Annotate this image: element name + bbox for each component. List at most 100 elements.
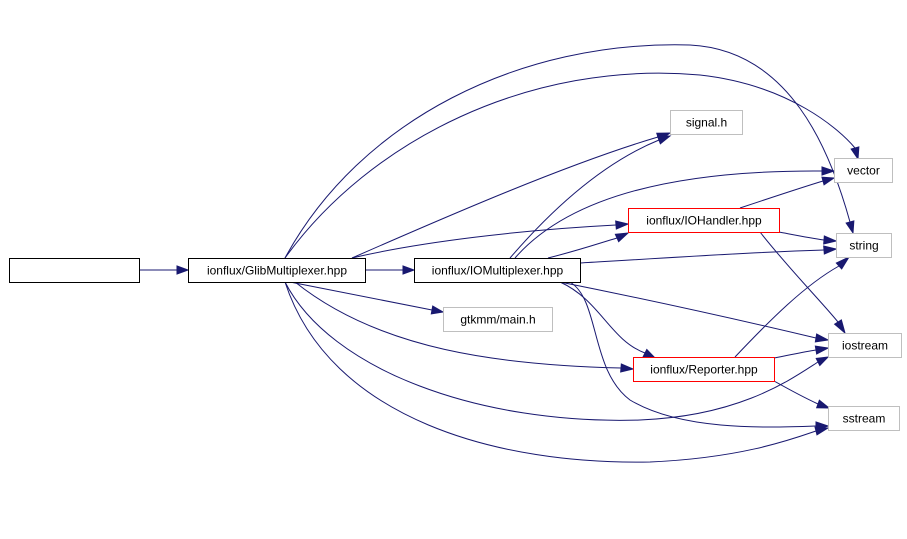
edge-iomultiplexer_hpp-to-string: [579, 245, 838, 264]
node-label: gtkmm/main.h: [460, 313, 535, 327]
node-label: vector: [847, 164, 880, 178]
edge-line: [294, 281, 622, 369]
arrowhead: [815, 356, 830, 367]
node-label: sstream: [843, 412, 886, 426]
node-box[interactable]: [633, 357, 775, 382]
edge-glibmultiplexer_hpp-to-vector: [284, 72, 860, 259]
arrowhead: [430, 305, 445, 315]
node-iohandler-hpp[interactable]: ionflux/IOHandler.hpp: [628, 208, 780, 233]
arrowhead: [656, 135, 672, 145]
edge-glibmultiplexer_hpp-to-signal_h: [351, 132, 672, 259]
edge-reporter_hpp-to-string: [734, 255, 851, 358]
node-box: [670, 110, 743, 135]
edge-iohandler_hpp-to-iostream: [759, 231, 846, 335]
edge-line: [284, 72, 856, 259]
edge-reporter_hpp-to-sstream: [773, 380, 831, 409]
edge-iomultiplexer_hpp-to-sstream: [569, 281, 830, 431]
node-layer: GlibMultiplexer.cpp ionflux/GlibMultiplex…: [9, 110, 902, 431]
node-vector: vector: [834, 158, 893, 183]
edge-glibmultiplexer_hpp-to-reporter_hpp: [294, 281, 635, 373]
edge-glibmultiplexer_cpp-to-glibmultiplexer_hpp: [139, 265, 190, 275]
edge-glibmultiplexer_hpp-to-iohandler_hpp: [351, 220, 630, 259]
edge-line: [778, 231, 825, 241]
arrowhead: [823, 245, 838, 255]
edge-iomultiplexer_hpp-to-iostream: [559, 281, 830, 343]
node-label: ionflux/Reporter.hpp: [650, 363, 758, 377]
arrowhead: [176, 265, 190, 275]
node-label: iostream: [842, 339, 888, 353]
edge-line: [284, 281, 819, 421]
edge-glibmultiplexer_hpp-to-string: [284, 44, 855, 259]
node-iomultiplexer-hpp[interactable]: ionflux/IOMultiplexer.hpp: [414, 258, 581, 283]
edge-reporter_hpp-to-iostream: [773, 345, 830, 359]
arrowhead: [814, 333, 830, 343]
node-box[interactable]: [628, 208, 780, 233]
edge-iomultiplexer_hpp-to-vector: [514, 166, 836, 259]
edge-line: [579, 249, 825, 264]
node-box: [443, 307, 553, 332]
edge-iomultiplexer_hpp-to-reporter_hpp: [559, 281, 657, 359]
edge-line: [509, 139, 660, 259]
arrowhead: [815, 421, 830, 431]
node-box[interactable]: [188, 258, 366, 283]
edge-line: [559, 281, 817, 339]
node-reporter-hpp[interactable]: ionflux/Reporter.hpp: [633, 357, 775, 382]
arrowhead: [614, 232, 630, 243]
edge-line: [559, 281, 646, 354]
node-box: [828, 333, 902, 358]
node-gtkmm-main-h: gtkmm/main.h: [443, 307, 553, 332]
arrowhead: [850, 146, 860, 161]
edge-line: [773, 380, 819, 405]
node-box: [828, 406, 900, 431]
node-label: ionflux/IOMultiplexer.hpp: [432, 264, 564, 278]
node-sstream: sstream: [828, 406, 900, 431]
node-label: GlibMultiplexer.cpp: [24, 264, 126, 278]
arrowhead: [642, 348, 657, 359]
arrowhead: [821, 176, 836, 186]
arrowhead: [833, 319, 846, 335]
edge-iohandler_hpp-to-string: [778, 231, 838, 245]
edge-line: [284, 281, 817, 463]
node-box: [836, 233, 892, 258]
edge-line: [569, 281, 817, 428]
edge-line: [284, 44, 851, 259]
arrowhead: [814, 345, 830, 355]
edge-iomultiplexer_hpp-to-iohandler_hpp: [547, 232, 630, 259]
node-label: signal.h: [686, 116, 727, 130]
arrowhead: [620, 363, 635, 373]
node-glibmultiplexer-hpp[interactable]: ionflux/GlibMultiplexer.hpp: [188, 258, 366, 283]
node-box[interactable]: [414, 258, 581, 283]
arrowhead: [615, 220, 630, 230]
node-glibmultiplexer-cpp: GlibMultiplexer.cpp: [9, 258, 140, 283]
edge-line: [514, 170, 823, 259]
arrowhead: [823, 235, 838, 245]
edge-iomultiplexer_hpp-to-signal_h: [509, 135, 672, 259]
edge-layer: [139, 44, 860, 463]
node-box: [834, 158, 893, 183]
node-label: ionflux/GlibMultiplexer.hpp: [207, 264, 347, 278]
edge-line: [289, 281, 433, 311]
edge-line: [739, 180, 824, 209]
arrowhead: [821, 166, 836, 176]
edge-line: [351, 224, 617, 259]
arrowhead: [835, 255, 851, 270]
arrowhead: [815, 399, 831, 409]
edge-line: [351, 136, 659, 259]
arrowhead: [402, 265, 416, 275]
edge-line: [773, 349, 817, 359]
edge-line: [547, 237, 618, 259]
edge-iohandler_hpp-to-vector: [739, 176, 836, 209]
node-iostream: iostream: [828, 333, 902, 358]
node-box: [9, 258, 140, 283]
edge-line: [759, 231, 839, 323]
node-label: ionflux/IOHandler.hpp: [646, 214, 762, 228]
edge-glibmultiplexer_hpp-to-iostream: [284, 281, 830, 421]
edge-line: [734, 265, 840, 358]
arrowhead: [845, 220, 855, 235]
node-string: string: [836, 233, 892, 258]
edge-glibmultiplexer_hpp-to-gtkmm_main_h: [289, 281, 445, 315]
edge-glibmultiplexer_hpp-to-iomultiplexer_hpp: [365, 265, 416, 275]
node-signal-h: signal.h: [670, 110, 743, 135]
node-label: string: [849, 239, 878, 253]
